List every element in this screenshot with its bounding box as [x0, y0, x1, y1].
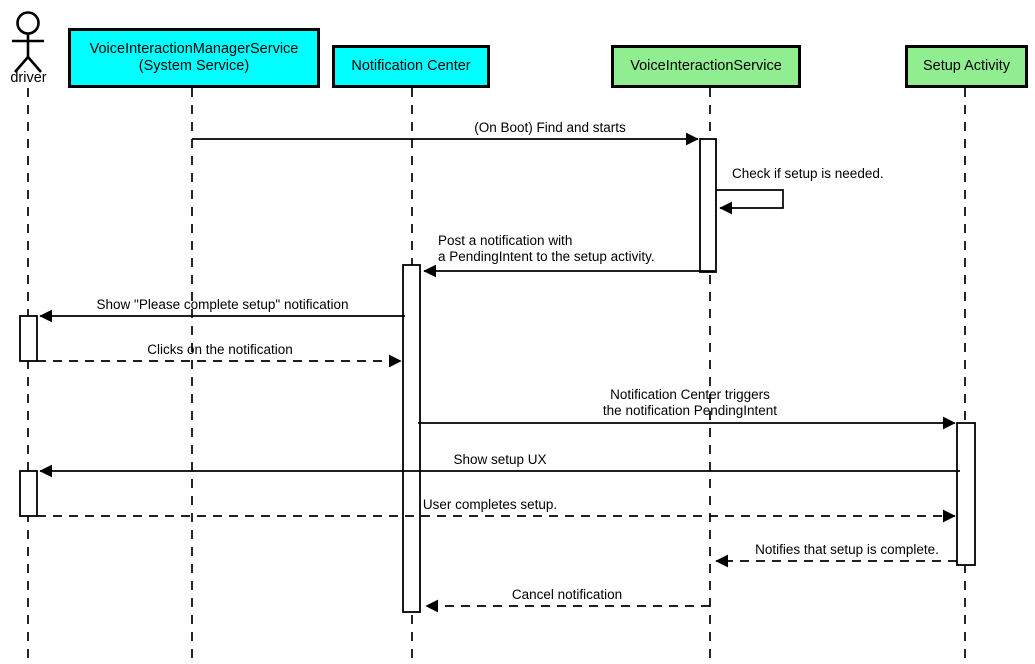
message-label-m6: Notification Center triggers the notific… — [602, 387, 778, 418]
message-label-m1: (On Boot) Find and starts — [474, 120, 626, 135]
message-label-m5: Clicks on the notification — [147, 342, 293, 357]
activation-notif-1 — [402, 264, 421, 613]
message-label-m10: Cancel notification — [511, 587, 623, 602]
message-label-m3: Post a notification with a PendingIntent… — [438, 233, 655, 264]
participant-box-voice-interaction-service[interactable]: VoiceInteractionService — [611, 45, 801, 88]
message-label-m2: Check if setup is needed. — [732, 166, 884, 181]
actor-driver-icon — [12, 11, 44, 73]
activation-bars-group — [19, 138, 976, 613]
message-label-m9: Notifies that setup is complete. — [755, 542, 939, 557]
participant-box-setup-activity[interactable]: Setup Activity — [905, 45, 1028, 88]
message-label-m8: User completes setup. — [422, 497, 558, 512]
message-arrow-m2 — [716, 189, 784, 215]
activation-driver-1 — [19, 315, 38, 362]
message-label-m7: Show setup UX — [453, 452, 547, 467]
message-label-m4: Show "Please complete setup" notificatio… — [96, 297, 349, 312]
participant-box-vims[interactable]: VoiceInteractionManagerService (System S… — [68, 28, 320, 88]
activation-vis-1 — [699, 138, 717, 273]
activation-driver-2 — [19, 470, 38, 517]
actor-driver-label: driver — [10, 70, 47, 86]
messages-group — [37, 132, 960, 613]
participant-box-notification-center[interactable]: Notification Center — [332, 45, 490, 88]
activation-setup-1 — [956, 422, 976, 566]
